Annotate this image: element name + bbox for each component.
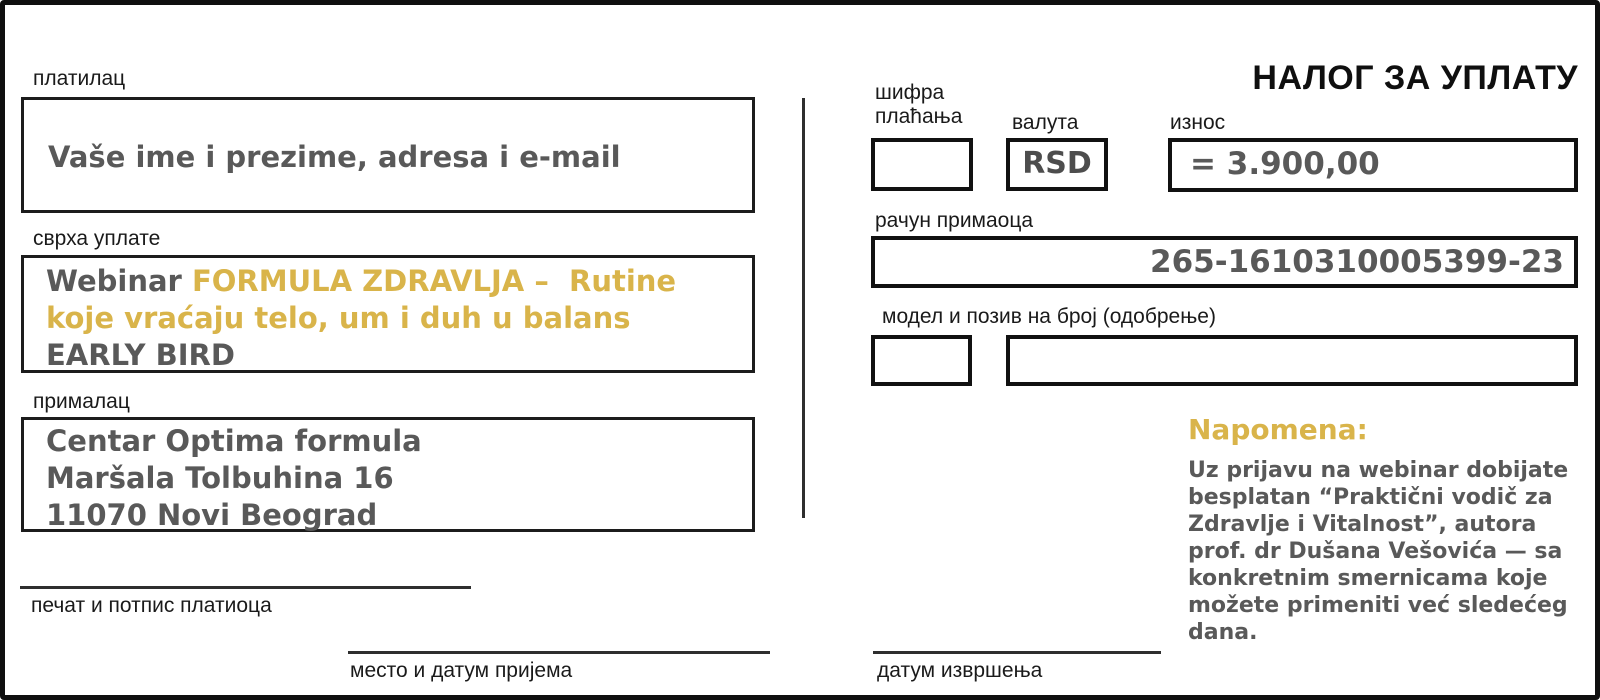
amount-field: = 3.900,00 — [1168, 138, 1578, 192]
signature-line — [20, 586, 471, 589]
payer-value: Vaše ime i prezime, adresa i e-mail — [48, 140, 621, 174]
signature-label: печат и потпис платиоца — [31, 594, 272, 617]
note-text: Uz prijavu na webinar dobijate besplatan… — [1188, 458, 1569, 645]
recipient-label: прималац — [33, 390, 130, 413]
purpose-highlight-2: koje vraćaju telo, um i duh u balans — [46, 301, 631, 335]
recipient-account-value: 265-1610310005399-23 — [1150, 244, 1564, 280]
model-field[interactable] — [871, 335, 972, 386]
recipient-line-2: Maršala Tolbuhina 16 — [46, 461, 394, 495]
place-date-line — [348, 651, 770, 654]
purpose-label: сврха уплате — [33, 227, 161, 250]
model-reference-label: модел и позив на број (одобрење) — [882, 305, 1216, 328]
recipient-account-field: 265-1610310005399-23 — [871, 236, 1578, 288]
purpose-line-1: Webinar FORMULA ZDRAVLJA – Rutine — [46, 263, 752, 300]
payment-code-field[interactable] — [871, 138, 973, 191]
currency-label: валута — [1012, 111, 1079, 134]
amount-label: износ — [1170, 111, 1226, 134]
recipient-account-label: рачун примаоца — [875, 209, 1034, 232]
recipient-field: Centar Optima formula Maršala Tolbuhina … — [21, 417, 755, 532]
recipient-line-1: Centar Optima formula — [46, 424, 422, 458]
recipient-line-3: 11070 Novi Beograd — [46, 498, 378, 532]
purpose-prefix: Webinar — [46, 264, 192, 298]
payer-label: платилац — [33, 67, 126, 90]
purpose-suffix: EARLY BIRD — [46, 338, 235, 372]
currency-field: RSD — [1006, 138, 1108, 191]
execution-date-label: датум извршења — [877, 659, 1043, 682]
purpose-highlight-1: FORMULA ZDRAVLJA – Rutine — [191, 264, 677, 298]
payment-code-label: шифра плаћања — [875, 81, 963, 128]
currency-value: RSD — [1022, 146, 1092, 181]
reference-number-field[interactable] — [1006, 335, 1578, 386]
purpose-field: Webinar FORMULA ZDRAVLJA – Rutine koje v… — [21, 255, 755, 373]
amount-value: = 3.900,00 — [1190, 146, 1380, 182]
execution-date-line — [873, 651, 1161, 654]
form-title: НАЛОГ ЗА УПЛАТУ — [1252, 59, 1578, 97]
note-title: Napomena: — [1188, 413, 1368, 446]
place-date-label: место и датум пријема — [350, 659, 573, 682]
column-divider — [802, 98, 805, 518]
payer-field[interactable]: Vaše ime i prezime, adresa i e-mail — [21, 97, 755, 213]
